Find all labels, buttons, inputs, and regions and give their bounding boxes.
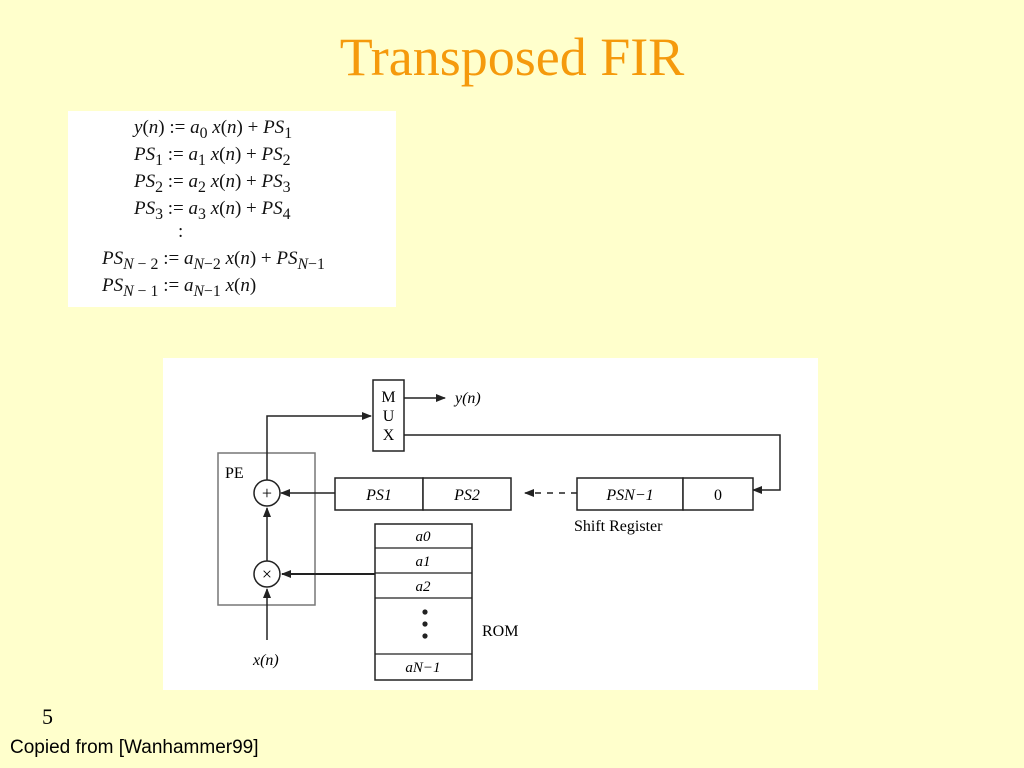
shift-register-cell xyxy=(576,477,684,511)
shift-register-cell-label: PS1 xyxy=(365,487,392,504)
equation-panel: y(n) := a0 x(n) + PS1 PS1 := a1 x(n) + P… xyxy=(68,111,396,307)
rom-ellipsis-dot xyxy=(422,633,428,639)
rom-cell-label: aN−1 xyxy=(405,660,440,676)
equation-psn-2: PSN − 2 := aN−2 x(n) + PSN−1 xyxy=(102,248,325,273)
mux-letter-m: M xyxy=(381,389,395,406)
feedback-line xyxy=(404,434,781,494)
pe-label: PE xyxy=(225,465,244,482)
transposed-fir-diagram: M U X y(n) PE + × x(n) PS1 PS2 PSN−1 0 xyxy=(163,358,818,690)
block-diagram: M U X y(n) PE + × x(n) PS1 PS2 PSN−1 0 xyxy=(217,379,781,681)
equation-ps1: PS1 := a1 x(n) + PS2 xyxy=(134,144,291,169)
mux-block xyxy=(372,379,405,452)
shift-register-cell xyxy=(422,477,512,511)
shift-register-cell-label: PSN−1 xyxy=(605,487,653,504)
rom-cell-label: a0 xyxy=(416,529,432,545)
output-label: y(n) xyxy=(453,390,481,407)
adder-symbol: + xyxy=(262,483,272,503)
shift-register-cell-label: PS2 xyxy=(453,487,480,504)
shift-register-cell-label: 0 xyxy=(714,487,722,504)
slide-title: Transposed FIR xyxy=(339,27,685,87)
equation-y: y(n) := a0 x(n) + PS1 xyxy=(134,117,293,142)
equation-ps3: PS3 := a3 x(n) + PS4 xyxy=(134,198,291,223)
shift-register-cell xyxy=(334,477,424,511)
rom-cell-label: a1 xyxy=(416,554,431,570)
mux-letter-x: X xyxy=(383,427,395,444)
equation-ellipsis: : xyxy=(178,221,184,242)
input-label: x(n) xyxy=(252,652,279,669)
page-number: 5 xyxy=(42,704,53,729)
source-credit: Copied from [Wanhammer99] xyxy=(10,737,259,758)
rom-ellipsis-dot xyxy=(422,621,428,627)
rom-label: ROM xyxy=(482,623,518,640)
rom-ellipsis-dot xyxy=(422,609,428,615)
equation-psn-1: PSN − 1 := aN−1 x(n) xyxy=(102,275,257,300)
equation-ps2: PS2 := a2 x(n) + PS3 xyxy=(134,171,291,196)
mux-letter-u: U xyxy=(383,408,395,425)
multiplier-symbol: × xyxy=(262,564,272,584)
sum-to-mux-arrow xyxy=(266,412,372,480)
shift-register-label: Shift Register xyxy=(574,518,663,535)
rom-cell-label: a2 xyxy=(416,579,432,595)
shift-register-cell xyxy=(682,477,754,511)
